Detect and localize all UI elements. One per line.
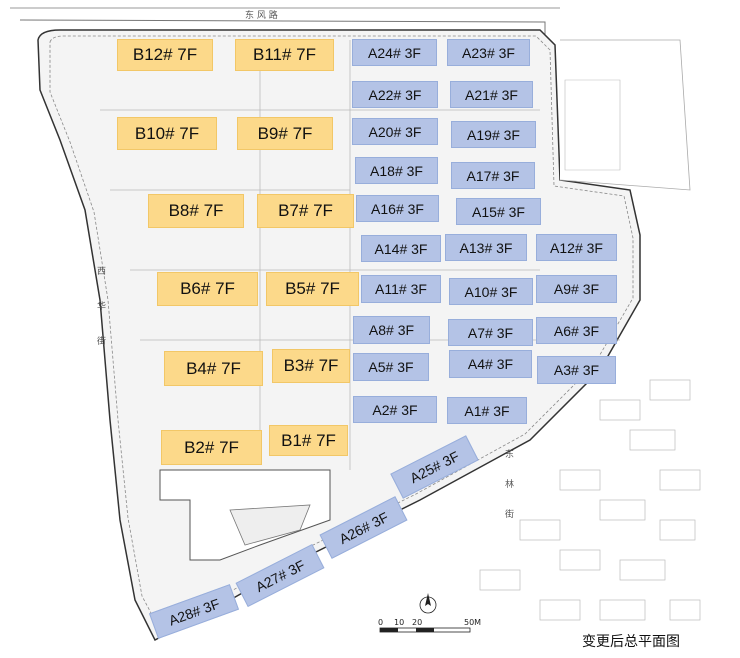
building-a13[interactable]: A13# 3F <box>445 234 527 261</box>
building-b11[interactable]: B11# 7F <box>235 39 334 71</box>
building-b5[interactable]: B5# 7F <box>266 272 359 306</box>
scale-tick-10: 10 <box>394 618 405 627</box>
building-a21[interactable]: A21# 3F <box>450 81 533 108</box>
building-b10[interactable]: B10# 7F <box>117 117 217 150</box>
building-b2[interactable]: B2# 7F <box>161 430 262 465</box>
building-a22[interactable]: A22# 3F <box>352 81 438 108</box>
building-a24[interactable]: A24# 3F <box>352 39 437 66</box>
scale-tick-50m: 50M <box>464 618 482 627</box>
building-a9[interactable]: A9# 3F <box>536 275 617 303</box>
building-b1[interactable]: B1# 7F <box>269 425 348 456</box>
building-a14[interactable]: A14# 3F <box>361 235 441 262</box>
building-a12[interactable]: A12# 3F <box>536 234 617 261</box>
building-a6[interactable]: A6# 3F <box>536 317 617 344</box>
building-a3[interactable]: A3# 3F <box>537 356 616 384</box>
north-street-label: 东 风 路 <box>245 11 278 21</box>
scale-tick-20: 20 <box>412 618 423 627</box>
building-b8[interactable]: B8# 7F <box>148 194 244 228</box>
building-a7[interactable]: A7# 3F <box>448 319 533 346</box>
building-b12[interactable]: B12# 7F <box>117 39 213 71</box>
building-a1[interactable]: A1# 3F <box>447 397 527 424</box>
building-b3[interactable]: B3# 7F <box>272 349 350 383</box>
building-a8[interactable]: A8# 3F <box>353 316 430 344</box>
building-a11[interactable]: A11# 3F <box>361 275 441 303</box>
building-a2[interactable]: A2# 3F <box>353 396 437 423</box>
building-a23[interactable]: A23# 3F <box>447 39 530 66</box>
building-a4[interactable]: A4# 3F <box>449 350 532 378</box>
building-a17[interactable]: A17# 3F <box>451 162 535 189</box>
building-b6[interactable]: B6# 7F <box>157 272 258 306</box>
building-a19[interactable]: A19# 3F <box>451 121 536 148</box>
scale-tick-0: 0 <box>378 618 384 627</box>
building-a10[interactable]: A10# 3F <box>449 278 533 305</box>
building-b4[interactable]: B4# 7F <box>164 351 263 386</box>
building-a15[interactable]: A15# 3F <box>456 198 541 225</box>
building-a20[interactable]: A20# 3F <box>352 118 438 145</box>
west-street-label: 西 华 街 <box>97 267 107 347</box>
building-a18[interactable]: A18# 3F <box>355 157 438 184</box>
building-a5[interactable]: A5# 3F <box>353 353 429 381</box>
building-b9[interactable]: B9# 7F <box>237 117 333 150</box>
building-b7[interactable]: B7# 7F <box>257 194 354 228</box>
plan-caption: 变更后总平面图 <box>582 634 680 650</box>
building-a16[interactable]: A16# 3F <box>356 195 439 222</box>
east-street-label: 东 林 街 <box>505 450 515 520</box>
